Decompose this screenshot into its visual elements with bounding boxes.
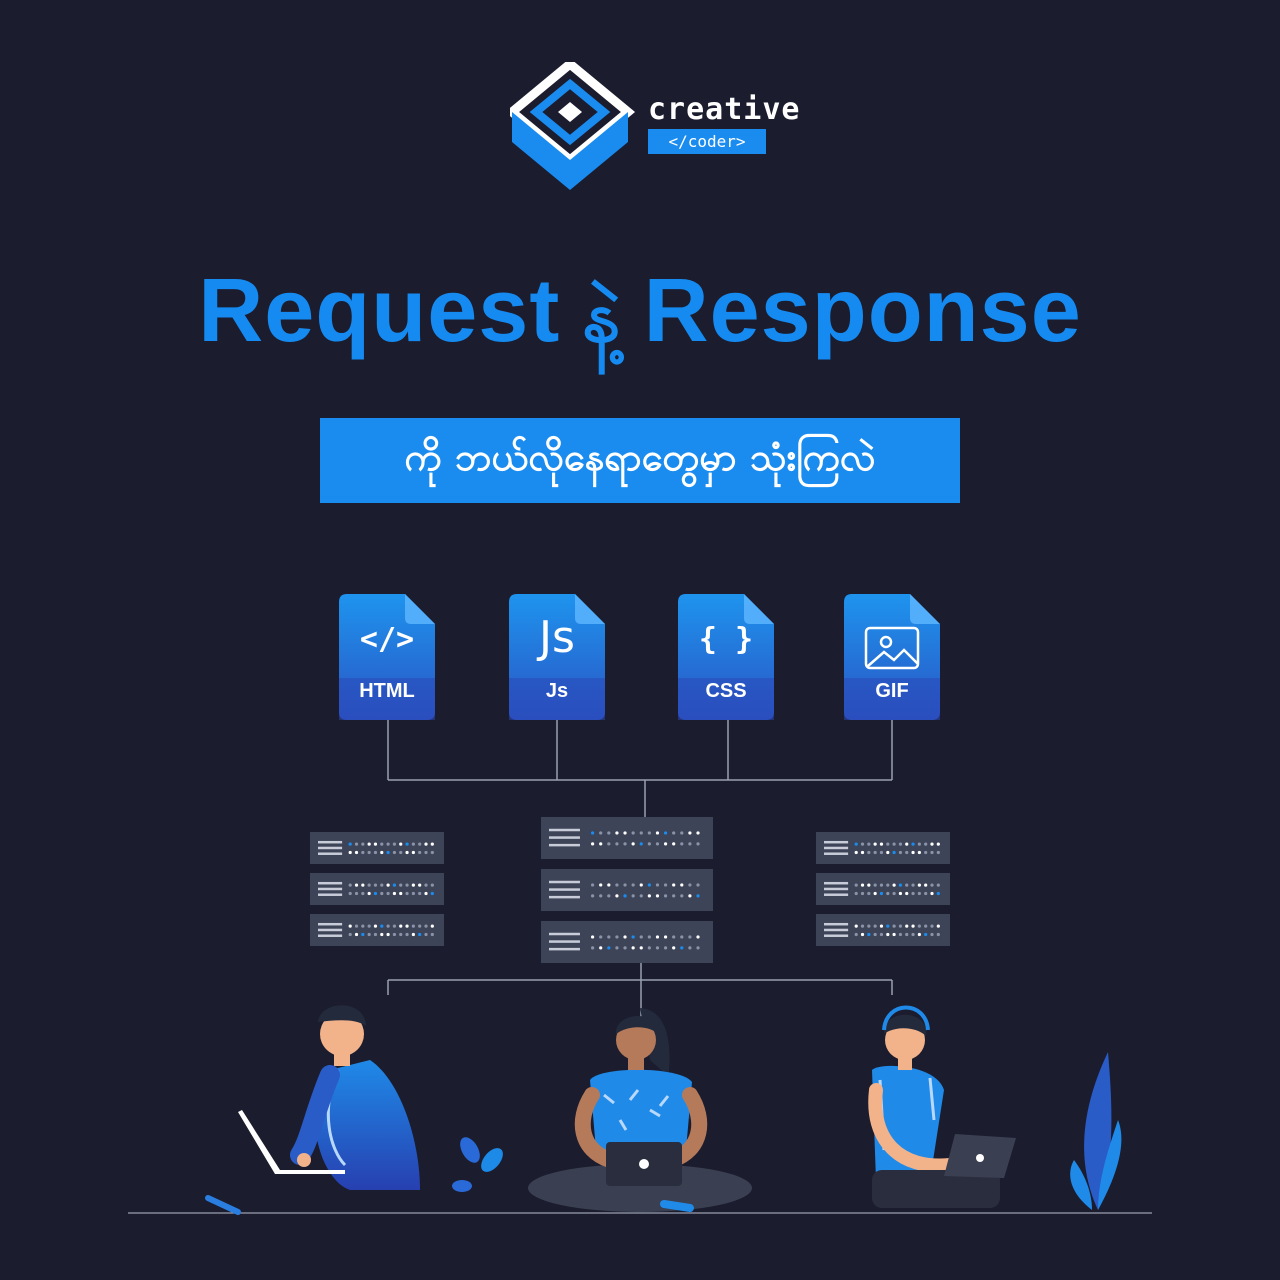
server-rack-right bbox=[816, 832, 950, 946]
file-html: </> HTML bbox=[339, 594, 435, 720]
brand-tag: </coder> bbox=[648, 129, 766, 154]
person-right-with-laptop bbox=[868, 1005, 1016, 1208]
person-center-with-laptop bbox=[528, 1008, 752, 1212]
server-rack-center bbox=[541, 817, 713, 963]
file-gif: GIF bbox=[844, 594, 940, 720]
title-request: Request bbox=[198, 261, 561, 361]
css-file-icon: { } bbox=[698, 622, 754, 657]
file-label: HTML bbox=[359, 680, 415, 702]
server-unit bbox=[310, 832, 444, 864]
javascript-file-icon: Js bbox=[539, 612, 575, 663]
server-rack-left bbox=[310, 832, 444, 946]
connector-lines-bottom bbox=[387, 962, 893, 1025]
subtitle-text: ကို ဘယ်လိုနေရာတွေမှာ သုံးကြလဲ bbox=[404, 434, 876, 479]
plant-small bbox=[205, 1137, 503, 1215]
title-response: Response bbox=[643, 261, 1082, 361]
server-unit bbox=[310, 914, 444, 946]
brand-name: creative bbox=[648, 92, 801, 127]
server-unit bbox=[816, 873, 950, 905]
server-unit bbox=[816, 832, 950, 864]
connector-lines-top bbox=[387, 718, 893, 818]
file-label: GIF bbox=[875, 680, 909, 702]
server-unit bbox=[541, 869, 713, 911]
page-title: Request နဲ့ Response bbox=[0, 256, 1280, 371]
server-unit bbox=[816, 914, 950, 946]
plant-tall bbox=[1070, 1052, 1122, 1210]
title-connector: နဲ့ bbox=[582, 274, 622, 357]
server-unit bbox=[310, 873, 444, 905]
file-label: Js bbox=[545, 680, 569, 702]
image-file-icon bbox=[844, 622, 940, 678]
file-label: CSS bbox=[705, 680, 747, 702]
code-file-icon: </> bbox=[359, 622, 415, 657]
creative-coder-logo bbox=[510, 62, 636, 190]
server-unit bbox=[541, 817, 713, 859]
person-left-with-laptop bbox=[238, 1005, 420, 1190]
file-css: { } CSS bbox=[678, 594, 774, 720]
subtitle-banner: ကို ဘယ်လိုနေရာတွေမှာ သုံးကြလဲ bbox=[320, 418, 960, 503]
server-unit bbox=[541, 921, 713, 963]
